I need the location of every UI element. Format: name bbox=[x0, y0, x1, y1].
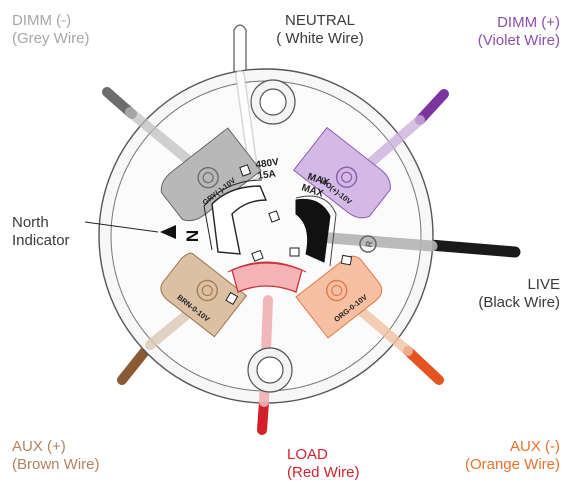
label-aux-plus-line1: AUX (+) bbox=[12, 438, 66, 455]
north-arrow-icon bbox=[160, 225, 176, 239]
label-dimm-plus-line2: (Violet Wire) bbox=[477, 32, 560, 49]
label-north-indicator: North Indicator bbox=[12, 214, 70, 250]
load-contact bbox=[227, 261, 307, 293]
label-aux-plus: AUX (+) (Brown Wire) bbox=[12, 438, 100, 474]
label-dimm-minus: DIMM (-) (Grey Wire) bbox=[12, 12, 90, 48]
white-wire bbox=[233, 24, 247, 76]
brown-wire-inner bbox=[145, 307, 195, 350]
label-load-line2: (Red Wire) bbox=[287, 464, 360, 481]
live-contact bbox=[295, 195, 337, 267]
label-aux-minus-line2: (Orange Wire) bbox=[464, 456, 560, 473]
label-aux-plus-line2: (Brown Wire) bbox=[12, 456, 100, 473]
brown-terminal: BRN-0-10V bbox=[160, 252, 248, 338]
label-live: LIVE (Black Wire) bbox=[478, 276, 560, 312]
strip-gauges bbox=[225, 164, 353, 306]
label-neutral: NEUTRAL ( White Wire) bbox=[256, 12, 384, 48]
label-dimm-plus-line1: DIMM (+) bbox=[497, 14, 560, 31]
label-load-line1: LOAD bbox=[287, 446, 328, 463]
label-dimm-minus-line1: DIMM (-) bbox=[12, 12, 72, 29]
bottom-screw-hole bbox=[247, 347, 293, 393]
black-wire bbox=[424, 239, 521, 258]
north-mark: N bbox=[183, 230, 202, 242]
rating-480v: 480V bbox=[255, 157, 280, 171]
label-dimm-minus-line2: (Grey Wire) bbox=[12, 30, 90, 47]
orange-wire bbox=[403, 346, 444, 385]
orange-wire-inner bbox=[355, 305, 413, 356]
north-leader-line bbox=[84, 221, 159, 233]
ul-mark-icon: R bbox=[359, 235, 377, 253]
label-live-line2: (Black Wire) bbox=[478, 294, 560, 311]
svg-text:R: R bbox=[363, 240, 374, 249]
label-dimm-plus: DIMM (+) (Violet Wire) bbox=[478, 14, 560, 50]
grey-wire-inner bbox=[125, 107, 203, 173]
rating-15a: 15A bbox=[257, 169, 277, 182]
label-aux-minus-line1: AUX (-) bbox=[510, 438, 560, 455]
neutral-contact bbox=[203, 179, 268, 255]
top-screw-hole bbox=[250, 79, 296, 125]
label-neutral-line1: NEUTRAL bbox=[284, 12, 355, 29]
label-north-line1: North bbox=[12, 214, 49, 231]
black-wire-inner bbox=[324, 232, 438, 252]
label-north-line2: Indicator bbox=[12, 232, 70, 249]
violet-wire-inner bbox=[357, 115, 425, 175]
label-load: LOAD (Red Wire) bbox=[287, 446, 360, 482]
label-neutral-line2: ( White Wire) bbox=[276, 30, 364, 47]
label-live-line1: LIVE bbox=[527, 276, 560, 293]
violet-wire bbox=[415, 89, 449, 125]
violet-terminal: VIO(+)-10V bbox=[293, 126, 391, 219]
label-aux-minus: AUX (-) (Orange Wire) bbox=[465, 438, 560, 474]
